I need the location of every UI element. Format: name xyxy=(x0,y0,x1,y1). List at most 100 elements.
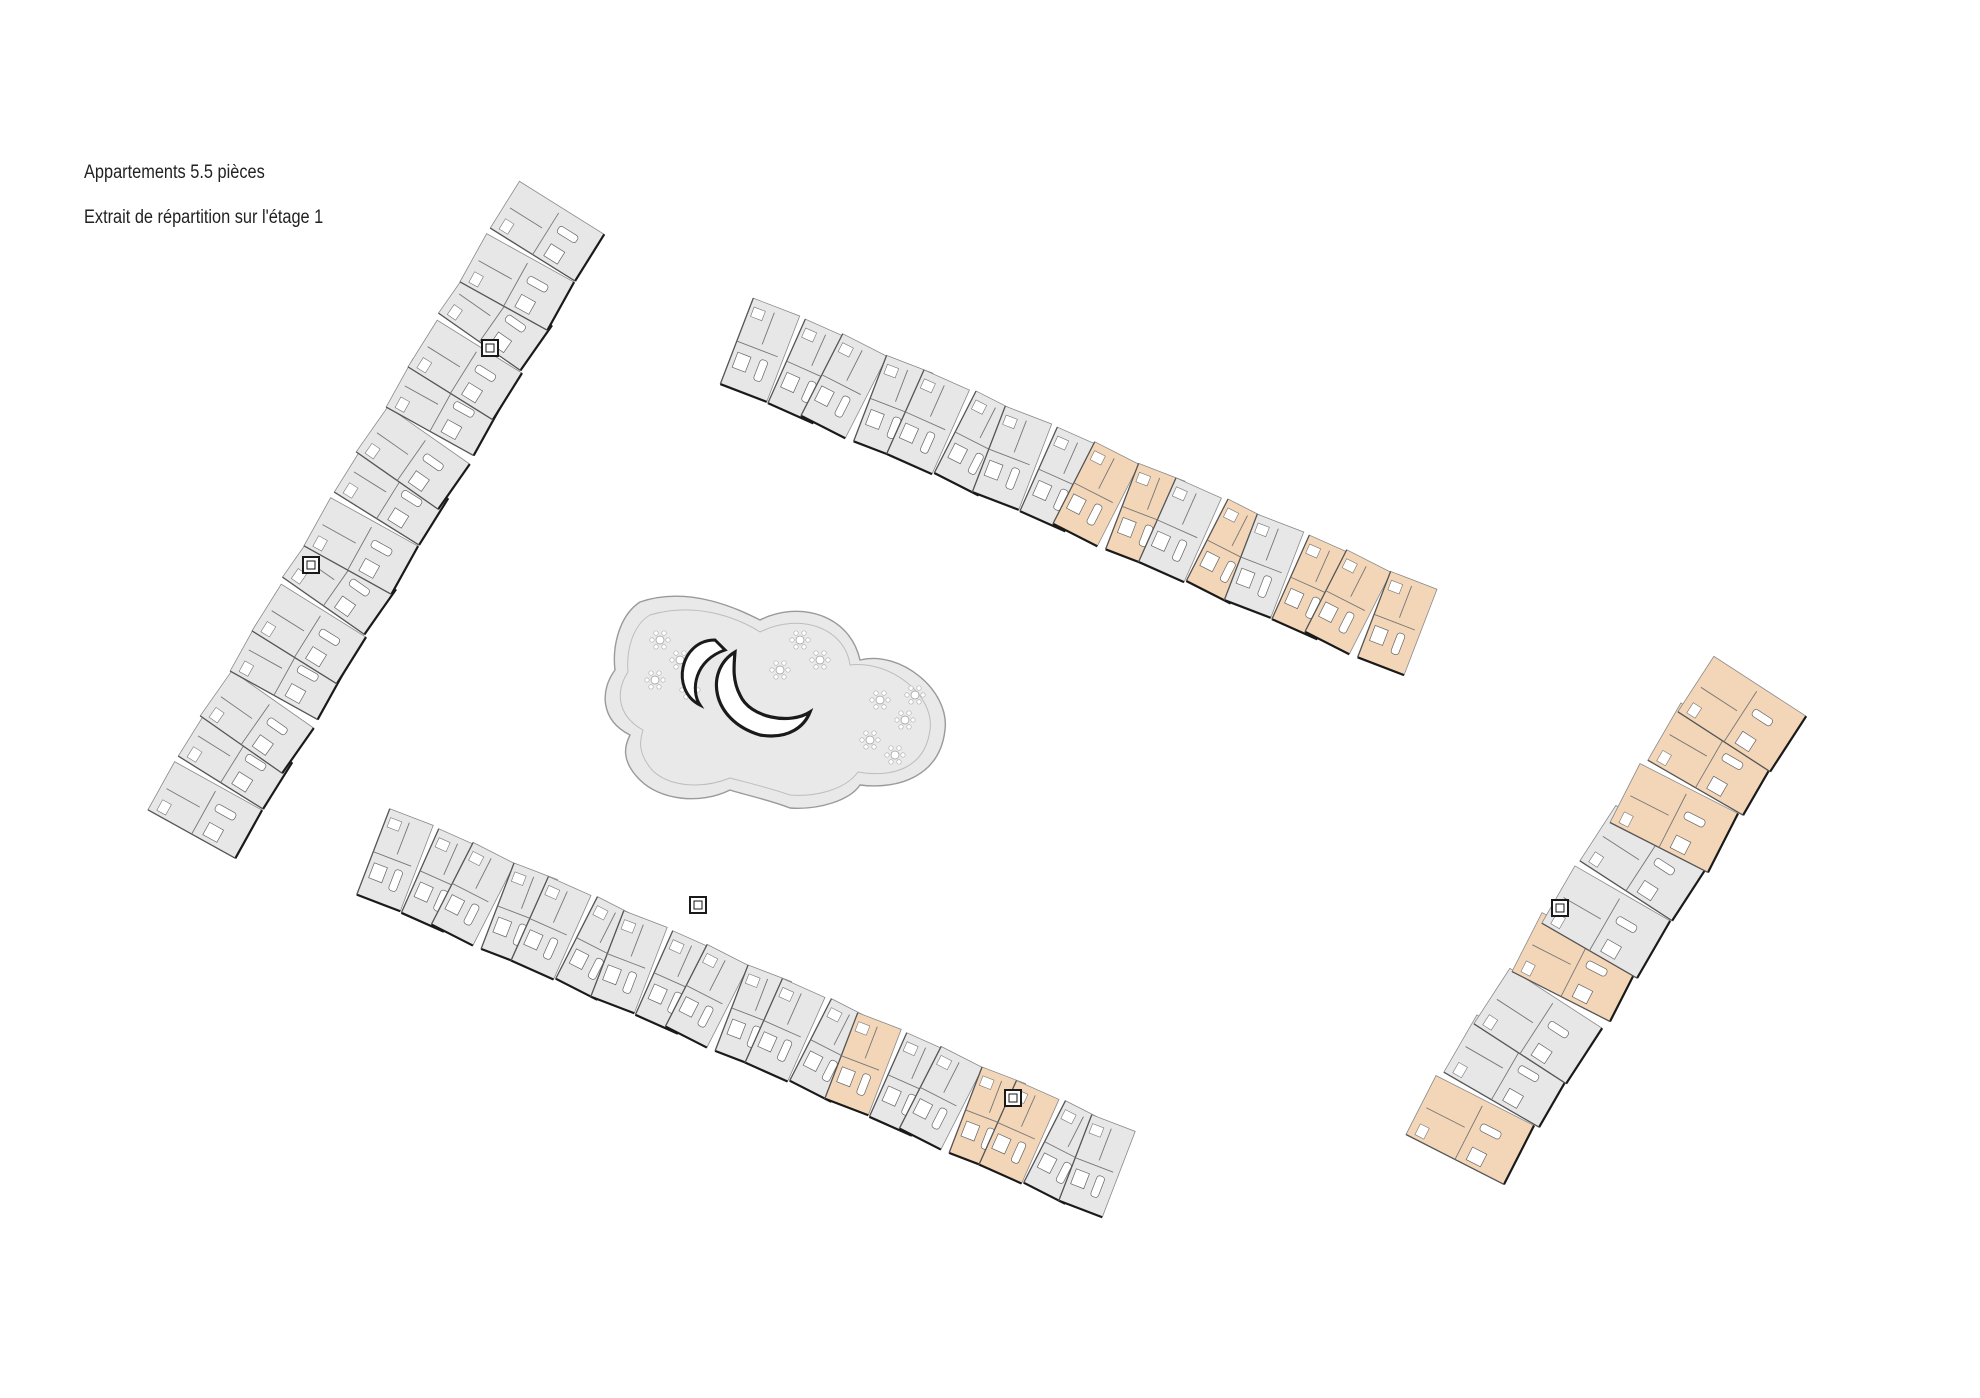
apartment-unit-5-5[interactable] xyxy=(1677,655,1808,773)
bed xyxy=(461,382,483,404)
partition xyxy=(1669,734,1708,757)
bathroom xyxy=(1089,450,1106,466)
apartment-unit[interactable] xyxy=(744,977,826,1083)
apartment-unit[interactable] xyxy=(885,369,970,476)
facade-wall xyxy=(234,809,264,859)
facade-wall xyxy=(933,471,980,497)
bathroom xyxy=(386,817,403,832)
apartment-unit-5-5[interactable] xyxy=(824,1012,902,1117)
partition xyxy=(322,524,356,544)
apartment-unit[interactable] xyxy=(800,333,888,440)
facade-wall xyxy=(868,1115,913,1137)
dining-table xyxy=(422,453,444,472)
apartment-unit[interactable] xyxy=(664,943,750,1049)
partition xyxy=(989,1080,1003,1113)
partition xyxy=(521,876,535,909)
bed xyxy=(1369,625,1389,646)
apartment-unit[interactable] xyxy=(333,444,450,546)
apartment-unit[interactable] xyxy=(1058,1114,1136,1219)
bathroom xyxy=(1520,960,1536,977)
apartment-unit[interactable] xyxy=(356,808,434,913)
partition xyxy=(1519,1003,1554,1054)
apartment-unit[interactable] xyxy=(1137,477,1222,584)
bed xyxy=(440,419,463,441)
facade-wall xyxy=(574,233,606,282)
bed xyxy=(413,881,434,903)
apartment-unit[interactable] xyxy=(1223,513,1305,619)
apartment-unit[interactable] xyxy=(489,180,606,282)
apartment-unit[interactable] xyxy=(1579,804,1710,922)
dining-table xyxy=(1615,916,1638,933)
stair-core[interactable] xyxy=(1551,899,1569,917)
apartment-unit[interactable] xyxy=(1473,967,1604,1085)
bathroom xyxy=(1254,522,1270,538)
apartment-unit[interactable] xyxy=(229,622,346,721)
bathroom xyxy=(883,363,900,379)
partition xyxy=(1206,539,1247,561)
dining-table xyxy=(1172,539,1188,562)
bed xyxy=(444,894,466,916)
apartment-unit[interactable] xyxy=(719,297,801,403)
apartment-unit[interactable] xyxy=(1443,1014,1574,1128)
apartment-unit[interactable] xyxy=(147,761,264,859)
party-wall xyxy=(1105,463,1140,550)
apartment-unit[interactable] xyxy=(355,406,471,510)
partition xyxy=(1067,1116,1084,1148)
apartment-unit-5-5[interactable] xyxy=(1271,534,1356,641)
party-wall xyxy=(282,576,365,635)
pavilion-table xyxy=(649,630,671,650)
apartment-unit[interactable] xyxy=(853,354,934,461)
crescent-left xyxy=(680,638,728,709)
bathroom xyxy=(801,327,818,343)
bed xyxy=(492,916,513,938)
apartment-unit[interactable] xyxy=(898,1045,984,1151)
apartment-unit[interactable] xyxy=(971,405,1053,511)
apartment-unit[interactable] xyxy=(767,318,852,425)
bed xyxy=(1036,1152,1058,1174)
apartment-unit-5-5[interactable] xyxy=(1304,549,1392,656)
partition xyxy=(376,432,409,455)
apartment-unit[interactable] xyxy=(459,233,576,331)
apartment-unit[interactable] xyxy=(430,841,516,947)
apartment-unit[interactable] xyxy=(407,319,523,421)
apartment-unit-5-5[interactable] xyxy=(1357,570,1438,677)
apartment-unit[interactable] xyxy=(789,998,874,1103)
apartment-unit-5-5[interactable] xyxy=(1405,1075,1535,1186)
partition xyxy=(755,978,769,1011)
apartment-unit-5-5[interactable] xyxy=(1105,462,1186,569)
apartment-unit[interactable] xyxy=(303,497,420,595)
pavilion-table xyxy=(904,685,926,705)
apartment-unit[interactable] xyxy=(1019,426,1104,533)
apartment-unit[interactable] xyxy=(510,875,592,981)
apartment-unit[interactable] xyxy=(868,1032,950,1137)
stair-core[interactable] xyxy=(689,896,707,914)
apartment-unit[interactable] xyxy=(437,267,553,372)
stair-core[interactable] xyxy=(481,339,499,357)
bed xyxy=(865,409,885,430)
stair-core[interactable] xyxy=(302,556,320,574)
apartment-unit[interactable] xyxy=(177,708,294,810)
north-wing[interactable] xyxy=(719,297,1438,677)
dining-table xyxy=(1751,709,1773,727)
partition xyxy=(294,615,321,658)
south-wing[interactable] xyxy=(356,808,1136,1219)
apartment-unit[interactable] xyxy=(933,390,1021,497)
apartment-unit[interactable] xyxy=(199,670,315,774)
northwest-wing[interactable] xyxy=(147,180,606,859)
apartment-unit[interactable] xyxy=(251,583,367,685)
east-wing[interactable] xyxy=(1405,655,1808,1186)
partition xyxy=(1240,556,1282,574)
stair-core[interactable] xyxy=(1004,1089,1022,1107)
apartment-unit[interactable] xyxy=(555,896,640,1001)
facade-wall xyxy=(898,1127,942,1151)
apartment-unit-5-5[interactable] xyxy=(1609,763,1739,874)
apartment-unit[interactable] xyxy=(634,930,716,1035)
dining-table xyxy=(1338,611,1355,634)
bed xyxy=(1150,530,1172,552)
bathroom xyxy=(394,396,411,413)
central-pavilion[interactable] xyxy=(604,595,946,809)
apartment-unit[interactable] xyxy=(590,910,668,1015)
apartment-unit-5-5[interactable] xyxy=(1052,441,1140,548)
apartment-unit[interactable] xyxy=(1541,865,1672,979)
